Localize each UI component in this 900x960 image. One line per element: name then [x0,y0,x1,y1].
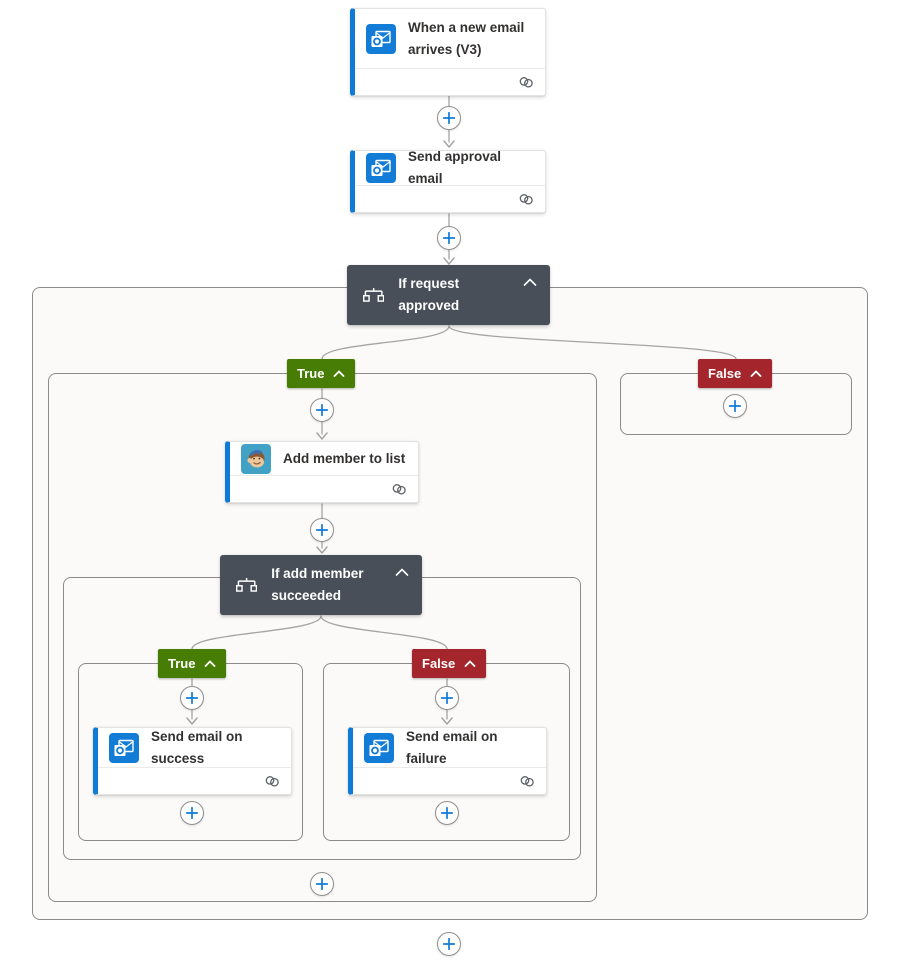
card-footer [355,185,545,212]
insert-step-button[interactable] [437,226,461,250]
chevron-up-icon [204,660,216,667]
connection-link-icon [519,77,533,88]
condition-card-if-request-approved[interactable]: If request approved [347,265,550,325]
condition-card-if-add-member-succeeded[interactable]: If add member succeeded [220,555,422,615]
branch-label: True [297,366,325,381]
card-header: When a new email arrives (V3) [355,9,545,68]
add-action-button-true-branch-inner[interactable] [180,801,204,825]
card-footer [355,68,545,95]
condition-icon [236,578,258,592]
card-footer [98,767,291,794]
chevron-up-icon[interactable] [523,278,537,286]
card-title: Send approval email [408,149,502,186]
connection-link-icon [520,776,534,787]
chevron-up-icon [333,370,345,377]
add-action-button-true-branch-outer[interactable] [310,872,334,896]
outlook-icon [366,23,396,54]
card-title: Send email on failure [406,728,498,766]
insert-step-button[interactable] [435,686,459,710]
mailchimp-icon [241,443,271,474]
branch-label: True [168,656,196,671]
branch-badge-false-outer[interactable]: False [698,359,773,388]
branch-label: False [708,366,742,381]
card-footer [230,475,418,502]
trigger-card-when-a-new-email-arrives[interactable]: When a new email arrives (V3) [350,8,546,96]
connection-link-icon [265,776,279,787]
add-action-button-false-branch[interactable] [723,394,747,418]
card-header: Send approval email [355,149,545,186]
insert-step-button[interactable] [437,106,461,130]
insert-step-button[interactable] [310,518,334,542]
branch-badge-true-outer[interactable]: True [287,359,356,388]
insert-step-button[interactable] [310,398,334,422]
action-card-send-approval-email[interactable]: Send approval email [350,149,546,213]
condition-title: If add member succeeded [271,566,364,603]
connection-link-icon [519,194,533,205]
add-action-button-false-branch-inner[interactable] [435,801,459,825]
chevron-up-icon[interactable] [395,568,409,576]
chevron-up-icon [750,370,762,377]
action-card-send-email-on-success[interactable]: Send email on success [93,727,292,795]
card-footer [353,767,546,794]
condition-icon [363,287,385,302]
branch-badge-false-inner[interactable]: False [412,649,487,678]
outlook-icon [109,732,139,763]
outlook-icon [366,153,396,183]
card-title: Add member to list [283,450,406,466]
action-card-add-member-to-list[interactable]: Add member to list [225,441,419,503]
connection-link-icon [392,484,406,495]
action-card-send-email-on-failure[interactable]: Send email on failure [348,727,547,795]
card-header: Add member to list [230,442,418,475]
card-header: Send email on failure [353,728,546,767]
card-title: Send email on success [151,728,243,766]
branch-label: False [422,656,456,671]
card-title: When a new email arrives (V3) [408,19,525,57]
add-action-button-flow-end[interactable] [437,932,461,956]
branch-badge-true-inner[interactable]: True [158,649,227,678]
condition-title: If request approved [398,276,460,313]
card-header: Send email on success [98,728,291,767]
outlook-icon [364,732,394,763]
insert-step-button[interactable] [180,686,204,710]
chevron-up-icon [464,660,476,667]
